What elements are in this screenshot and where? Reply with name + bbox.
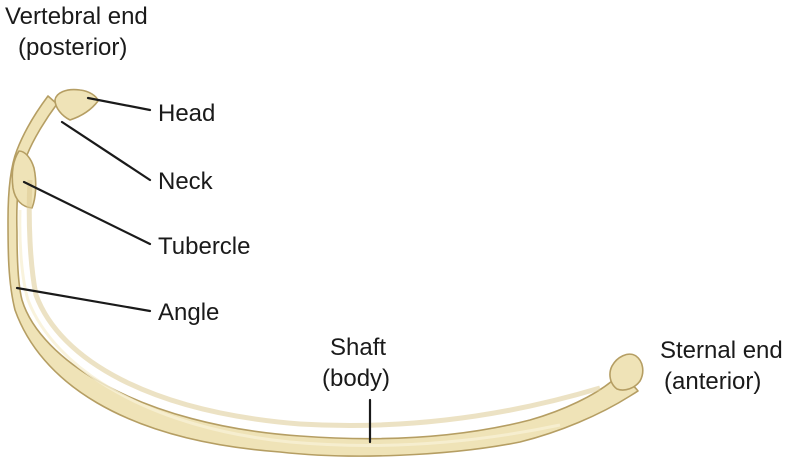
leader-lines (15, 96, 372, 444)
label-shaft-line2: (body) (322, 365, 390, 392)
label-head: Head (158, 100, 215, 127)
label-shaft-line1: Shaft (330, 334, 386, 361)
label-sternal-end-line1: Sternal end (660, 337, 783, 364)
leader-line-neck (60, 120, 152, 182)
rib-bone (7, 88, 644, 457)
label-neck: Neck (158, 168, 214, 195)
rib-sternal-end (609, 353, 644, 391)
labels: Vertebral end (posterior) Head Neck Tube… (5, 3, 783, 395)
leader-line-angle (15, 286, 152, 313)
rib-highlight (18, 209, 561, 447)
rib-head (54, 88, 99, 121)
label-angle: Angle (158, 299, 219, 326)
leader-line-head (86, 96, 152, 112)
rib-inner-shading (26, 179, 601, 428)
label-tubercle: Tubercle (158, 233, 250, 260)
leader-line-tubercle (22, 180, 152, 246)
label-vertebral-end-line2: (posterior) (18, 34, 127, 61)
label-vertebral-end-line1: Vertebral end (5, 3, 148, 30)
label-sternal-end-line2: (anterior) (664, 368, 761, 395)
